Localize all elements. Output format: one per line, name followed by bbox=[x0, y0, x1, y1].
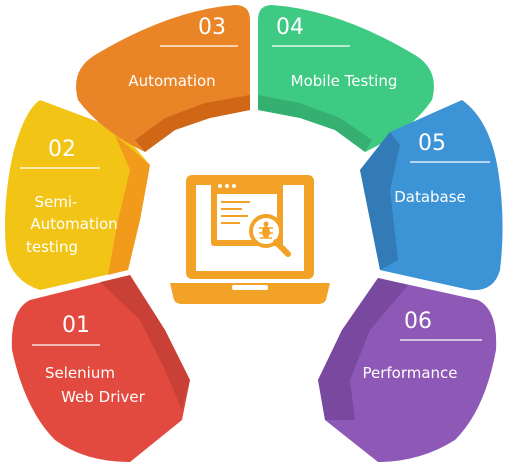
segment-06-number: 06 bbox=[404, 309, 432, 334]
segment-04-label: Mobile Testing bbox=[291, 72, 398, 90]
segment-01-label-line2: Web Driver bbox=[61, 388, 145, 406]
segment-01: 01 Selenium Web Driver bbox=[11, 275, 191, 462]
segment-03-label: Automation bbox=[128, 72, 215, 90]
segment-02-number: 02 bbox=[48, 137, 76, 162]
segment-04: 04 Mobile Testing bbox=[258, 5, 434, 152]
segment-02: 02 Semi- Automation testing bbox=[5, 100, 150, 290]
segment-06: 06 Performance bbox=[318, 278, 497, 462]
segment-02-label-line1: Semi- bbox=[35, 193, 78, 211]
segment-01-label-line1: Selenium bbox=[45, 364, 115, 382]
segment-01-number: 01 bbox=[62, 313, 90, 338]
segment-05-number: 05 bbox=[418, 131, 446, 156]
segment-05-label: Database bbox=[394, 188, 466, 206]
segment-02-label-line2: Automation bbox=[30, 215, 117, 233]
segment-04-number: 04 bbox=[276, 15, 304, 40]
laptop-bug-search-icon bbox=[170, 175, 330, 304]
segment-06-label: Performance bbox=[362, 364, 457, 382]
segment-02-label-line3: testing bbox=[26, 238, 78, 256]
segment-03: 03 Automation bbox=[76, 5, 250, 152]
segment-03-number: 03 bbox=[198, 15, 226, 40]
segment-05: 05 Database bbox=[360, 100, 503, 291]
